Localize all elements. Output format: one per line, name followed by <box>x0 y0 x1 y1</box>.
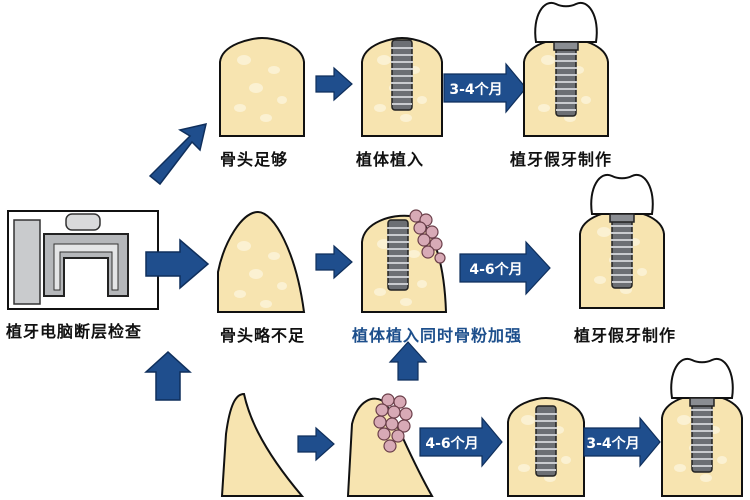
crown-bottom-illustration <box>661 357 743 497</box>
label-bone-insufficient: 骨头略不足 <box>220 326 306 345</box>
bone-insufficient-illustration <box>217 210 306 313</box>
label-ct-scan: 植牙电脑断层检查 <box>6 322 143 341</box>
duration-arrow-top <box>443 62 527 114</box>
ct-scanner-illustration <box>7 210 159 310</box>
duration-mid: 4-6个月 <box>469 262 523 278</box>
bone-graft-granules-bottom <box>373 393 413 453</box>
implant-healed-illustration <box>507 396 585 497</box>
arrow-top-1 <box>315 66 353 102</box>
thin-bone-illustration <box>220 392 305 497</box>
implant-placement-illustration <box>361 36 443 137</box>
label-implant-placement: 植体植入 <box>356 150 425 169</box>
duration-arrow-bottom-1 <box>419 416 503 468</box>
arrow-bottom-1 <box>297 426 335 462</box>
arrow-up-to-mid <box>388 341 428 381</box>
bone-sufficient-illustration <box>219 36 305 137</box>
bone-graft-bottom-illustration <box>346 393 434 497</box>
duration-arrow-mid <box>459 240 551 296</box>
label-crown-top: 植牙假牙制作 <box>510 150 613 169</box>
arrow-up-right <box>148 122 208 186</box>
duration-arrow-bottom-2 <box>583 416 661 468</box>
duration-bottom-1: 4-6个月 <box>425 436 479 452</box>
implant-graft-illustration <box>361 209 448 313</box>
label-crown-mid: 植牙假牙制作 <box>574 326 677 345</box>
arrow-up-bottom <box>144 350 192 401</box>
arrow-mid-1 <box>315 244 353 280</box>
bone-graft-granules <box>409 209 446 264</box>
duration-top: 3-4个月 <box>449 82 503 98</box>
label-implant-with-graft: 植体植入同时骨粉加强 <box>352 326 523 345</box>
crown-mid-illustration <box>579 173 665 309</box>
duration-bottom-2: 3-4个月 <box>586 436 640 452</box>
crown-top-illustration <box>523 1 609 137</box>
label-bone-sufficient: 骨头足够 <box>220 150 289 169</box>
arrow-right-mid <box>145 238 210 290</box>
